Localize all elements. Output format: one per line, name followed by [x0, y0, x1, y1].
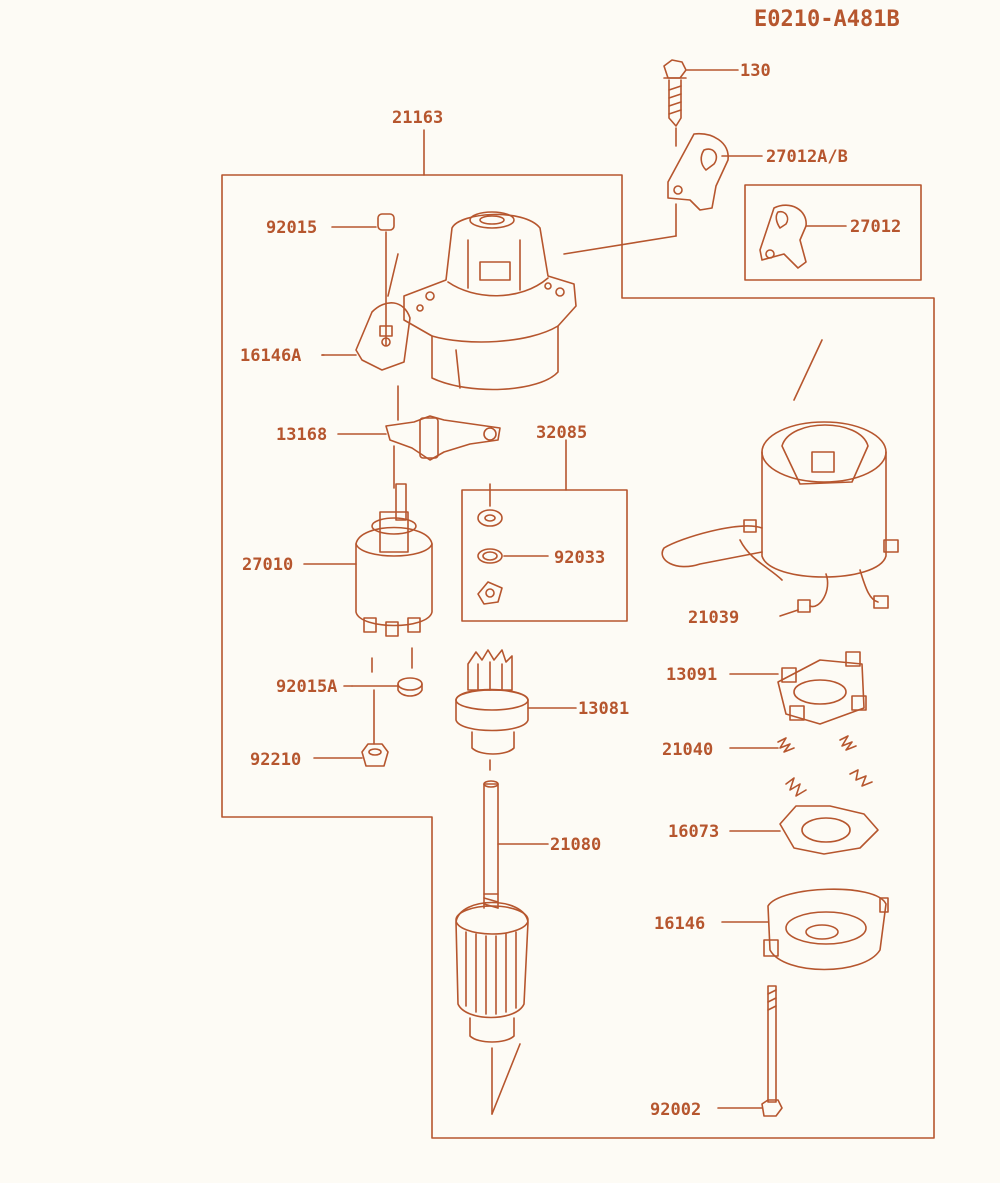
bolt-130-drawing	[663, 59, 739, 147]
brush-plate-16146a-drawing	[321, 302, 411, 371]
label-21080: 21080	[550, 835, 601, 855]
label-13168: 13168	[276, 425, 327, 445]
label-21039: 21039	[688, 608, 739, 628]
armature-21080-drawing	[455, 780, 549, 1115]
assembly-boundary	[221, 174, 935, 1139]
label-21040: 21040	[662, 740, 713, 760]
label-130: 130	[740, 61, 771, 81]
label-16146: 16146	[654, 914, 705, 934]
label-27012ab: 27012A/B	[766, 147, 848, 167]
label-13091: 13091	[666, 665, 717, 685]
label-32085: 32085	[536, 423, 587, 443]
label-92033: 92033	[554, 548, 605, 568]
yoke-21039-drawing	[661, 339, 899, 617]
flange-nut-92210-drawing	[313, 689, 389, 767]
label-92015: 92015	[266, 218, 317, 238]
bracket-27012ab-drawing	[563, 133, 763, 255]
seal-parts-drawing	[477, 483, 549, 605]
bracket-27012-drawing	[759, 204, 847, 269]
label-13081: 13081	[578, 699, 629, 719]
diagram-id: E0210-A481B	[754, 7, 900, 32]
bag-32085-box	[461, 489, 628, 622]
end-cover-16146-drawing	[721, 888, 889, 971]
springs-21040-drawing	[729, 735, 873, 797]
label-16146a: 16146A	[240, 346, 301, 366]
alt-bracket-box	[744, 184, 922, 281]
solenoid-27010-drawing	[303, 483, 433, 673]
label-92002: 92002	[650, 1100, 701, 1120]
label-16073: 16073	[668, 822, 719, 842]
brush-holder-13091-drawing	[729, 651, 867, 725]
nut-92015a-drawing	[351, 677, 423, 697]
label-27012: 27012	[850, 217, 901, 237]
label-92015a: 92015A	[276, 677, 337, 697]
bolt-92002-drawing	[717, 985, 783, 1117]
solenoid-housing-drawing	[403, 211, 577, 391]
pinion-13081-drawing	[455, 649, 577, 771]
label-92210: 92210	[250, 750, 301, 770]
label-21163: 21163	[392, 108, 443, 128]
label-27010: 27010	[242, 555, 293, 575]
lever-13168-drawing	[337, 385, 501, 489]
plate-16073-drawing	[729, 805, 879, 855]
